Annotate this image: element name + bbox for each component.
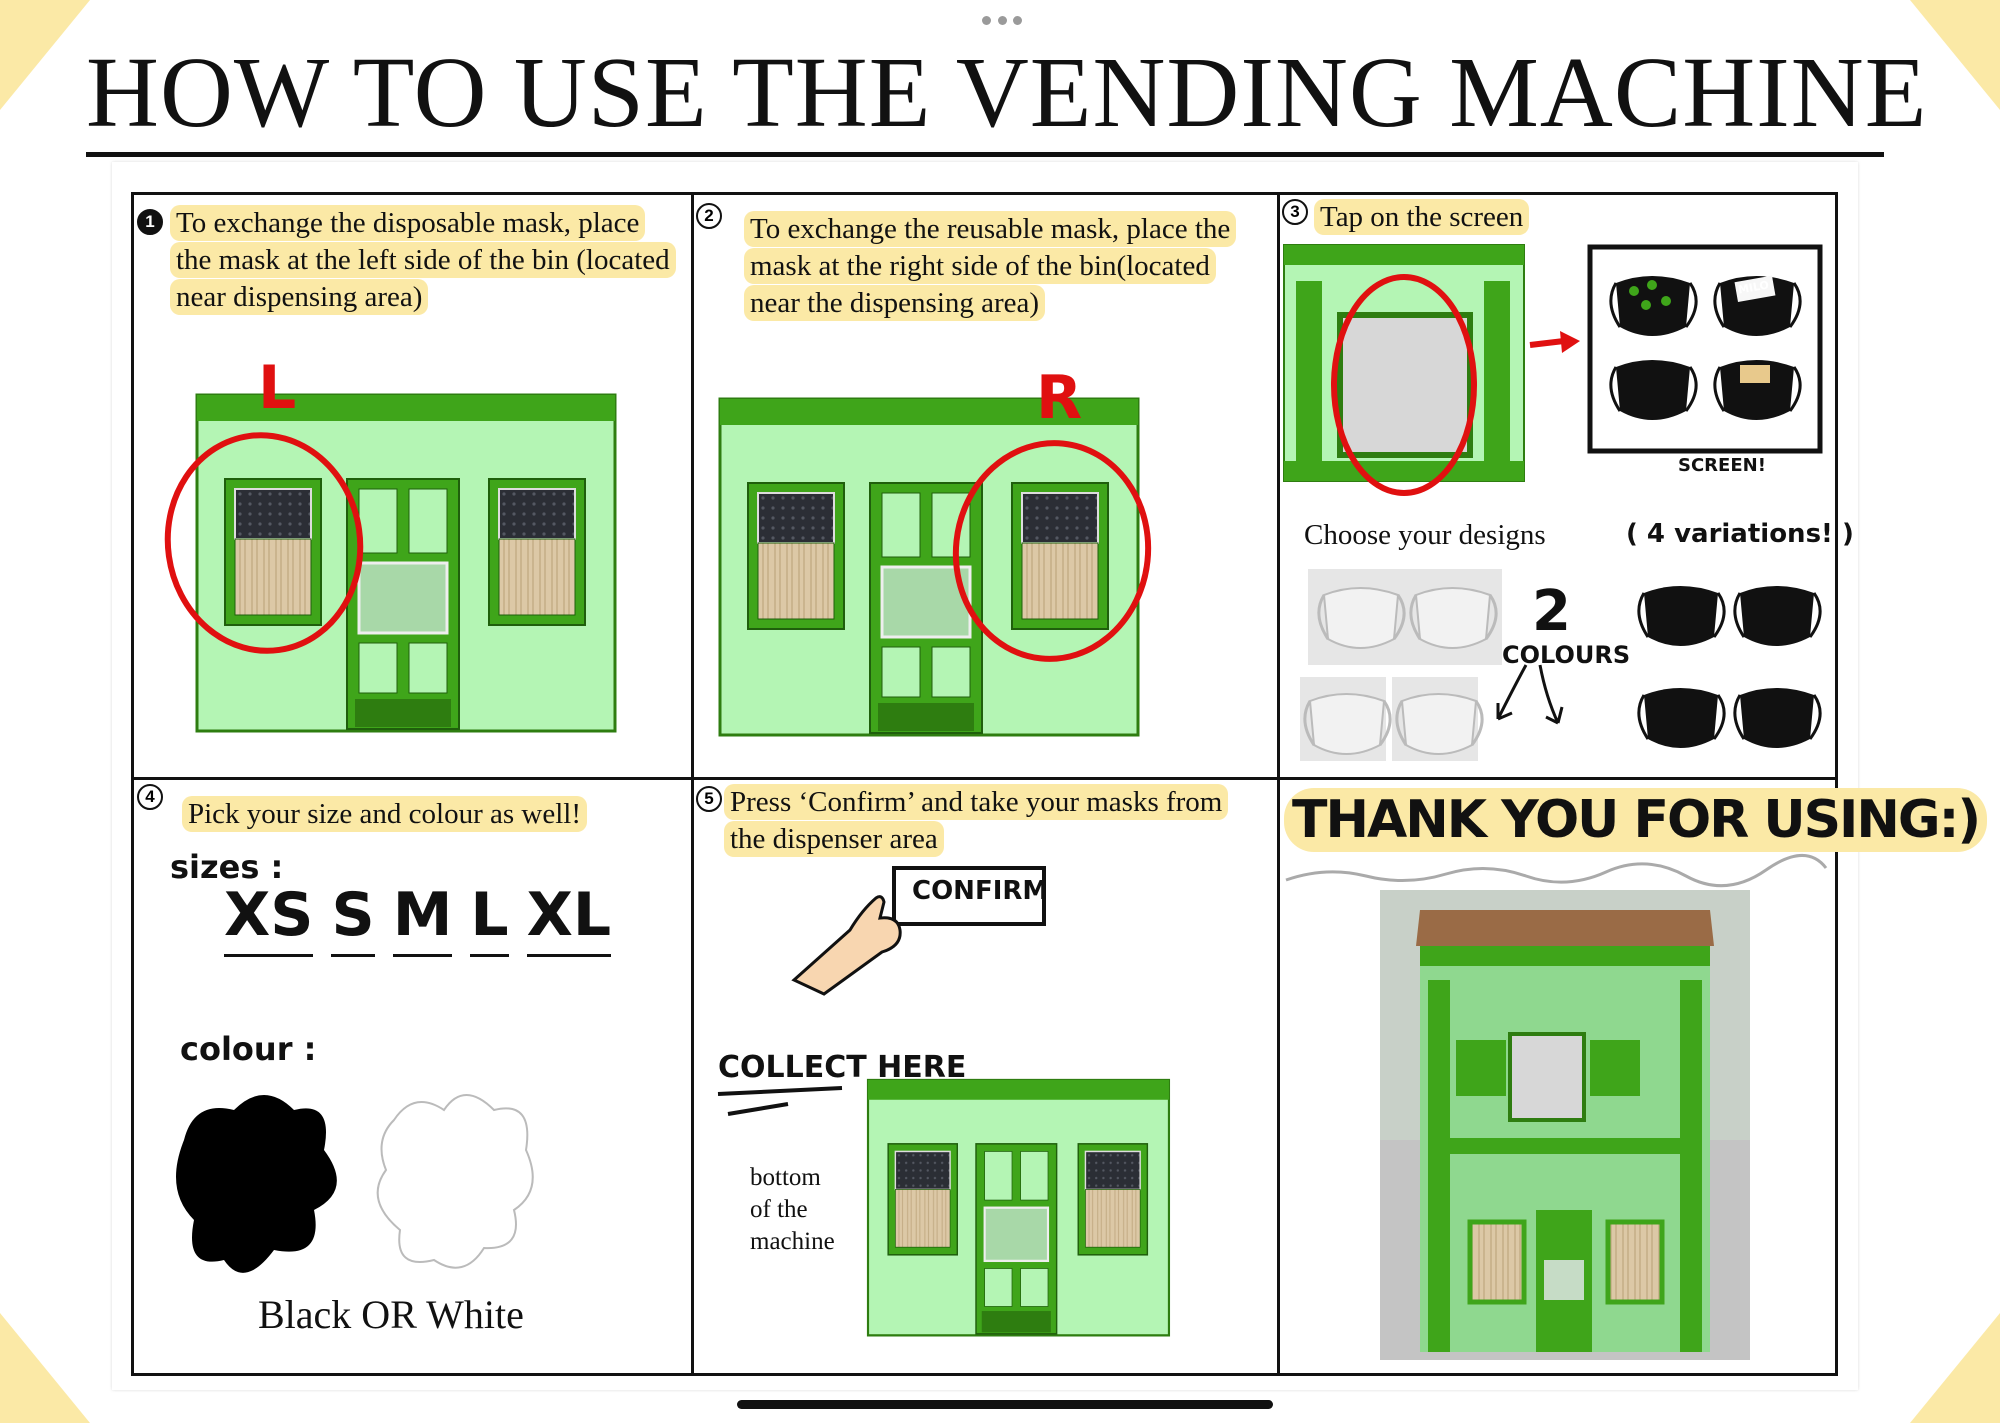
- confirm-button-drawing: [892, 866, 1046, 926]
- colour-swatches: [176, 1094, 534, 1273]
- mask-designs-illustration: [1300, 569, 1822, 761]
- wavy-underline: [1285, 854, 1828, 888]
- step-1-panel: 1 To exchange the disposable mask, place…: [134, 195, 691, 777]
- step-1-instruction-text: To exchange the disposable mask, place t…: [170, 205, 676, 315]
- colour-choice-text: Black OR White: [258, 1292, 524, 1337]
- grid-divider: [134, 777, 1835, 780]
- step-5-instruction: Press ‘Confirm’ and take your masks from…: [724, 784, 1244, 858]
- step-3-instruction-text: Tap on the screen: [1314, 199, 1530, 235]
- right-marker: R: [1036, 363, 1083, 433]
- touch-screen-illustration: [1283, 244, 1823, 496]
- thank-you-text: THANK YOU FOR USING:): [1284, 788, 1988, 852]
- corner-decoration-bottom-left: [0, 1313, 90, 1423]
- confirm-label: CONFIRM: [912, 876, 1049, 906]
- right-bin-highlight-circle: [952, 440, 1152, 662]
- step-4-instruction: Pick your size and colour as well!: [182, 796, 652, 833]
- screen-highlight-circle: [1331, 274, 1477, 496]
- confirm-press-illustration: [791, 866, 1046, 996]
- step-3-panel: 3 Tap on the screen SCREEN! MILO Choose …: [1280, 195, 1854, 777]
- screen-caption: SCREEN!: [1678, 455, 1766, 476]
- left-marker: L: [258, 353, 297, 423]
- sizes-label: sizes :: [170, 848, 284, 886]
- size-s: S: [331, 880, 375, 957]
- vending-machine-left-bin-illustration: [164, 355, 674, 755]
- step-5-instruction-text: Press ‘Confirm’ and take your masks from…: [724, 784, 1229, 857]
- step-5-panel: 5 Press ‘Confirm’ and take your masks fr…: [694, 780, 1277, 1376]
- vending-machine-3d-render: [1380, 890, 1750, 1360]
- colours-label: COLOURS: [1502, 641, 1631, 669]
- step-2-instruction-text: To exchange the reusable mask, place the…: [744, 211, 1237, 321]
- step-2-instruction: To exchange the reusable mask, place the…: [744, 211, 1264, 322]
- step-4-panel: 4 Pick your size and colour as well! siz…: [134, 780, 691, 1376]
- grid-divider: [691, 195, 694, 1373]
- black-swatch: [176, 1095, 337, 1273]
- colour-label: colour :: [180, 1030, 317, 1068]
- size-m: M: [392, 880, 453, 957]
- choose-designs-label: Choose your designs: [1304, 519, 1546, 551]
- step-2-number-badge: 2: [696, 203, 722, 229]
- size-options: XS S M L XL: [224, 880, 612, 957]
- bottom-note-line-2: of the: [750, 1196, 808, 1223]
- size-xs: XS: [224, 880, 314, 957]
- variations-note: ( 4 variations! ): [1626, 519, 1854, 549]
- step-2-panel: 2 To exchange the reusable mask, place t…: [694, 195, 1277, 777]
- step-5-number-badge: 5: [696, 786, 722, 812]
- size-xl: XL: [526, 880, 612, 957]
- pointing-hand-icon: [791, 895, 902, 996]
- step-4-number-badge: 4: [137, 784, 163, 810]
- step-4-instruction-text: Pick your size and colour as well!: [182, 796, 588, 832]
- steps-grid: 1 To exchange the disposable mask, place…: [131, 192, 1988, 1376]
- step-1-instruction: To exchange the disposable mask, place t…: [170, 205, 676, 316]
- size-l: L: [470, 880, 509, 957]
- step-1-number-badge: 1: [137, 209, 163, 235]
- step-3-number-badge: 3: [1282, 199, 1308, 225]
- white-swatch: [376, 1094, 534, 1269]
- vending-machine-right-bin-illustration: [714, 355, 1152, 755]
- bottom-note-line-1: bottom: [750, 1164, 821, 1191]
- step-3-instruction: Tap on the screen: [1314, 199, 1614, 236]
- left-bin-highlight-circle: [164, 432, 364, 654]
- home-indicator[interactable]: [737, 1400, 1273, 1409]
- bottom-note-line-3: machine: [750, 1228, 835, 1255]
- title-underline: [86, 152, 1884, 157]
- bottom-of-machine-note: bottom of the machine: [750, 1162, 835, 1258]
- thank-you-panel: THANK YOU FOR USING:): [1280, 780, 1988, 1376]
- page-title: HOW TO USE THE VENDING MACHINE: [86, 36, 1928, 148]
- corner-decoration-top-left: [0, 0, 90, 110]
- corner-decoration-top-right: [1910, 0, 2000, 110]
- dispenser-machine-illustration: [868, 1080, 1188, 1350]
- more-options-icon[interactable]: [982, 10, 1022, 30]
- colours-count: 2: [1532, 579, 1571, 644]
- corner-decoration-bottom-right: [1910, 1313, 2000, 1423]
- grid-divider: [1277, 195, 1280, 1373]
